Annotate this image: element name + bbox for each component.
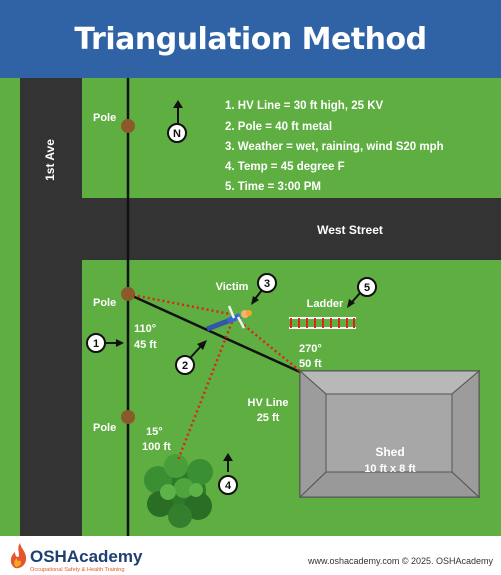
pole-middle bbox=[121, 287, 135, 301]
street-road bbox=[20, 198, 501, 260]
pole-bottom-label: Pole bbox=[93, 422, 116, 434]
marker-4-number: 4 bbox=[225, 480, 232, 492]
marker-2: 2 bbox=[175, 340, 207, 375]
north-label: N bbox=[173, 128, 181, 140]
victim-label: Victim bbox=[216, 281, 249, 293]
marker-3-number: 3 bbox=[264, 278, 270, 290]
marker-4: 4 bbox=[218, 453, 238, 495]
pole-bottom bbox=[121, 410, 135, 424]
pole-top bbox=[121, 119, 135, 133]
logo-main-text: OSHAcademy bbox=[30, 547, 143, 566]
dist-3-label: 100 ft bbox=[142, 441, 171, 453]
note-5: 5. Time = 3:00 PM bbox=[225, 181, 321, 193]
note-1: 1. HV Line = 30 ft high, 25 KV bbox=[225, 100, 383, 112]
note-3: 3. Weather = wet, raining, wind S20 mph bbox=[225, 141, 444, 153]
marker-1: 1 bbox=[86, 333, 124, 353]
avenue-label: 1st Ave bbox=[43, 139, 57, 181]
shed-size-label: 10 ft x 8 ft bbox=[364, 463, 416, 475]
dist-1-label: 45 ft bbox=[134, 339, 157, 351]
angle-1-label: 110° bbox=[134, 323, 156, 335]
shed bbox=[298, 369, 481, 499]
hv-line bbox=[127, 292, 301, 374]
marker-3: 3 bbox=[251, 273, 277, 305]
ladder-icon bbox=[289, 317, 356, 329]
angle-2-label: 270° bbox=[299, 343, 322, 355]
measure-line-pole bbox=[132, 293, 231, 316]
avenue-road bbox=[20, 78, 82, 536]
flame-logo-icon bbox=[10, 543, 27, 569]
angle-3-label: 15° bbox=[146, 426, 163, 438]
oshacademy-logo: OSHAcademy Occupational Safety & Health … bbox=[10, 543, 143, 573]
footer-url: www.oshacademy.com © 2025. OSHAcademy bbox=[307, 556, 493, 566]
marker-5: 5 bbox=[347, 277, 377, 308]
note-4: 4. Temp = 45 degree F bbox=[225, 161, 345, 173]
north-badge bbox=[167, 123, 187, 143]
marker-2-number: 2 bbox=[182, 360, 188, 372]
measurement-lines bbox=[132, 293, 301, 461]
dist-2-label: 50 ft bbox=[299, 358, 322, 370]
ladder-label: Ladder bbox=[307, 298, 344, 310]
hv-line-length-label: 25 ft bbox=[257, 412, 280, 424]
shed-label: Shed bbox=[375, 445, 404, 459]
hv-line-label: HV Line bbox=[248, 397, 289, 409]
pole-top-label: Pole bbox=[93, 112, 116, 124]
marker-5-number: 5 bbox=[364, 282, 370, 294]
notes-list: 1. HV Line = 30 ft high, 25 KV 2. Pole =… bbox=[225, 100, 444, 193]
victim-figure bbox=[206, 305, 252, 332]
pole-middle-label: Pole bbox=[93, 297, 116, 309]
street-label: West Street bbox=[317, 223, 383, 237]
north-arrow-icon bbox=[173, 100, 183, 124]
marker-1-number: 1 bbox=[93, 338, 99, 350]
diagram-scene: 1st Ave West Street Pole Pole Pole N 1. … bbox=[0, 78, 501, 536]
page-title: Triangulation Method Example bbox=[74, 22, 427, 137]
note-2: 2. Pole = 40 ft metal bbox=[225, 121, 332, 133]
logo-sub-text: Occupational Safety & Health Training bbox=[30, 567, 125, 573]
tree bbox=[144, 454, 213, 528]
header-bar: Triangulation Method Example bbox=[0, 0, 501, 137]
